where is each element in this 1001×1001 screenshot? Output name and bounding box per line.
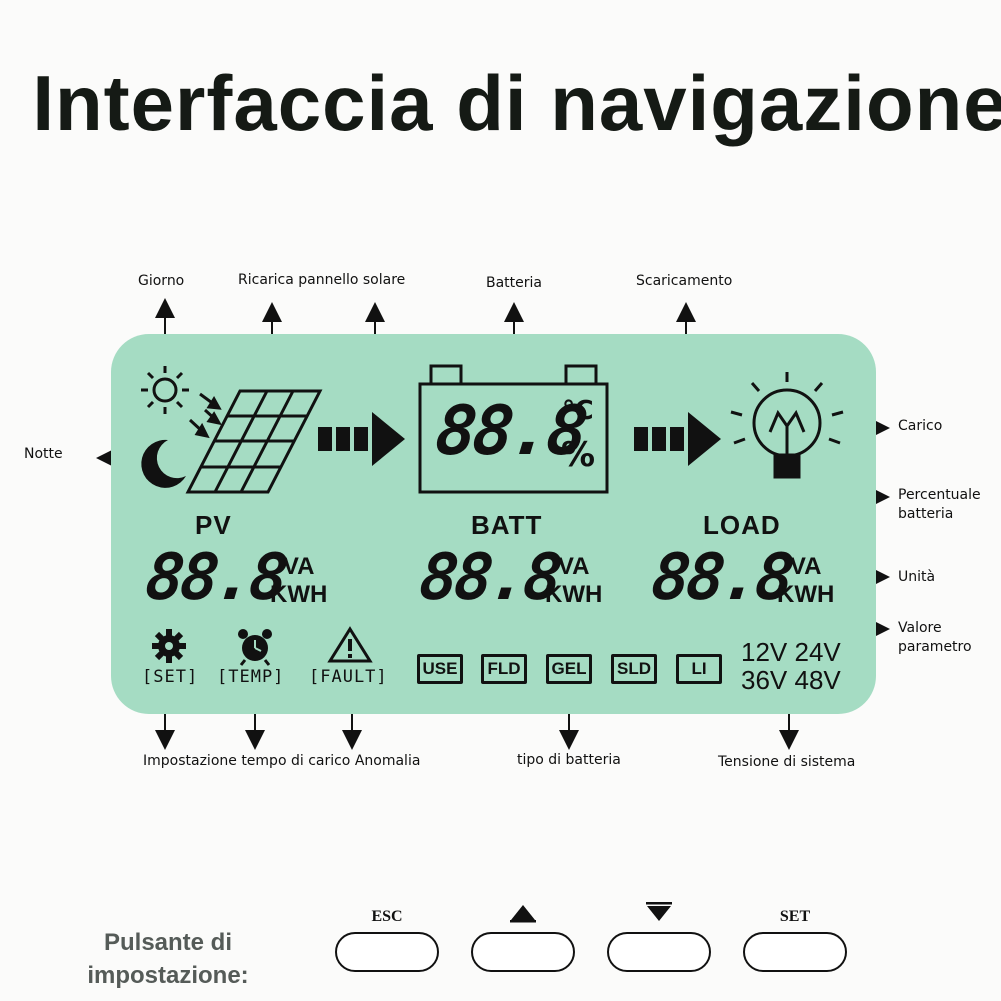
label-valore-parametro: Valore parametro <box>898 619 972 657</box>
charge-flow-arrow-icon <box>318 412 405 466</box>
voltage-12v: 12V <box>741 637 788 667</box>
status-fault: [FAULT] <box>309 667 388 687</box>
sun-icon <box>141 366 189 414</box>
alarm-clock-icon <box>238 629 272 666</box>
system-voltage-grid: 12V 24V 36V 48V <box>741 638 861 694</box>
voltage-36v: 36V <box>741 665 788 695</box>
up-button[interactable] <box>471 932 575 972</box>
charging-rays-icon <box>188 392 222 439</box>
batt-unit-kwh: KWH <box>545 581 603 608</box>
esc-caption: ESC <box>371 908 403 925</box>
batt-unit: VA KWH <box>545 553 602 609</box>
set-button[interactable] <box>743 932 847 972</box>
load-heading: LOAD <box>703 510 781 540</box>
batt-unit-va: VA <box>557 553 590 580</box>
load-unit-va: VA <box>789 553 822 580</box>
battery-type-li: LI <box>676 654 722 684</box>
discharge-flow-arrow-icon <box>634 412 721 466</box>
load-unit-kwh: KWH <box>777 581 835 608</box>
set-caption: SET <box>779 908 811 925</box>
load-unit: VA KWH <box>777 553 834 609</box>
label-scaricamento: Scaricamento <box>636 273 733 289</box>
percent-symbol: % <box>561 435 596 475</box>
triangle-down-icon <box>646 902 672 921</box>
battery-type-fld: FLD <box>481 654 527 684</box>
label-notte: Notte <box>24 446 63 462</box>
celsius-symbol: ℃ <box>562 396 594 426</box>
settings-label-line2: impostazione: <box>87 962 249 989</box>
label-percentuale-line2: batteria <box>898 506 954 522</box>
down-button[interactable] <box>607 932 711 972</box>
label-percentuale-batteria: Percentuale batteria <box>898 486 981 524</box>
load-value: 88.8 <box>648 541 795 615</box>
voltage-48v: 48V <box>794 665 841 695</box>
label-valore-line1: Valore <box>898 620 942 636</box>
warning-icon <box>327 626 373 663</box>
moon-icon <box>141 439 186 488</box>
label-batteria: Batteria <box>486 275 542 291</box>
battery-type-sld: SLD <box>611 654 657 684</box>
label-giorno: Giorno <box>138 273 185 289</box>
pv-unit: VA KWH <box>270 553 327 609</box>
pv-heading: PV <box>195 510 232 540</box>
label-carico: Carico <box>898 418 943 434</box>
label-impostazione: Impostazione tempo di carico Anomalia <box>143 753 421 769</box>
battery-icon <box>418 364 609 494</box>
batt-heading: BATT <box>471 510 543 540</box>
pv-value: 88.8 <box>142 541 289 615</box>
battery-type-use: USE <box>417 654 463 684</box>
pv-unit-kwh: KWH <box>270 581 328 608</box>
triangle-up-icon <box>510 905 536 923</box>
settings-label-line1: Pulsante di <box>103 929 233 956</box>
label-percentuale-line1: Percentuale <box>898 487 981 503</box>
label-ricarica-pannello: Ricarica pannello solare <box>238 272 406 288</box>
batt-value: 88.8 <box>416 541 563 615</box>
settings-buttons-label: Pulsante di impostazione: <box>58 926 278 992</box>
status-set: [SET] <box>142 667 199 687</box>
pv-unit-va: VA <box>282 553 315 580</box>
voltage-24v: 24V <box>794 637 841 667</box>
label-valore-line2: parametro <box>898 639 972 655</box>
solar-panel-icon <box>185 389 323 494</box>
esc-button[interactable] <box>335 932 439 972</box>
battery-type-gel: GEL <box>546 654 592 684</box>
gear-icon <box>152 629 186 663</box>
status-temp: [TEMP] <box>217 667 285 687</box>
label-tipo-batteria: tipo di batteria <box>517 752 621 768</box>
page-title: Interfaccia di navigazione <box>32 59 1001 147</box>
label-tensione-sistema: Tensione di sistema <box>718 754 856 770</box>
light-bulb-icon <box>730 372 844 479</box>
lcd-panel <box>111 334 876 714</box>
label-unita: Unità <box>898 569 936 585</box>
